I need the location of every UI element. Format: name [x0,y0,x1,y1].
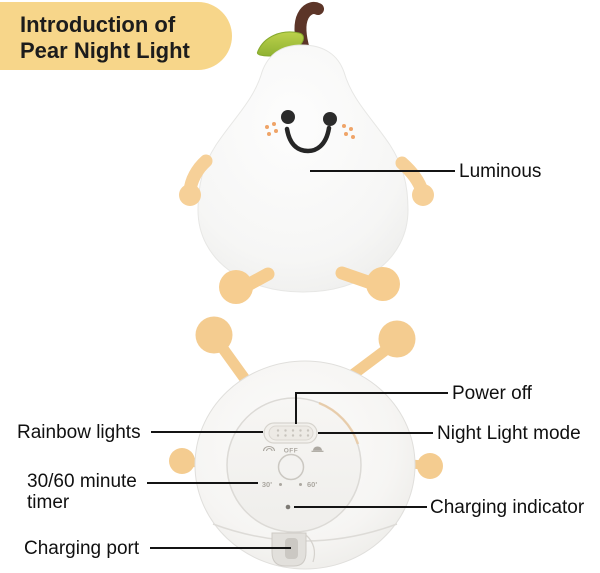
off-marking: OFF [284,448,299,455]
timer-60-marking: 60' [307,480,317,489]
pear-face [265,110,355,154]
title-badge: Introduction of Pear Night Light [0,2,232,70]
label-power-off: Power off [452,383,532,404]
pear-body [197,44,409,293]
pear-feet [219,266,400,304]
label-luminous: Luminous [459,161,542,182]
timer-markings: 30' 60' [262,480,317,489]
right-leg [335,266,375,289]
right-hand [412,184,434,206]
left-eye [281,110,295,124]
title-line-2: Pear Night Light [20,38,190,63]
label-charging-port: Charging port [24,538,140,559]
label-charging-indicator: Charging indicator [430,497,585,518]
label-rainbow-lights: Rainbow lights [17,422,141,443]
side-right-hand [417,453,443,479]
label-night-light-mode: Night Light mode [437,423,581,444]
slider-thumb-grip-dots [276,429,310,437]
left-foot [219,270,253,304]
timer-dot-left [279,483,282,486]
charging-port-notch [271,532,316,567]
timer-30-marking: 30' [262,480,272,489]
right-foot [366,267,400,301]
side-left-hand [169,448,195,474]
freckles-right [342,124,355,139]
callout-lines [147,170,455,549]
timer-dot-right [299,483,302,486]
right-eye [323,112,337,126]
smile [284,125,332,154]
title-line-1: Introduction of [20,12,176,37]
lamp-base-bottom-view: OFF 30' 60' [169,316,443,570]
mode-slider-switch [263,422,318,444]
charging-indicator-led [285,504,291,510]
left-hand [179,184,201,206]
power-off-callout-line [295,392,448,424]
upper-left-foot [195,316,233,354]
pear-arms [179,154,434,206]
lamp-dome-base [311,450,324,452]
freckles-left [265,122,278,136]
rainbow-arc-icon [262,446,276,452]
pear-stem [294,2,324,56]
pear-lamp-figure [179,2,434,304]
inner-circle-highlight [318,401,360,445]
lamp-dome-icon [313,446,322,451]
switch-markings: OFF [262,446,324,455]
label-timer: 30/60 minute timer [27,471,137,513]
slider-thumb [268,425,314,441]
label-timer-line-1: 30/60 minute [27,471,137,492]
usb-port [285,538,298,559]
timer-button [277,453,305,481]
port-seam [305,534,316,563]
label-timer-line-2: timer [27,492,70,513]
upper-right-foot [378,320,416,358]
